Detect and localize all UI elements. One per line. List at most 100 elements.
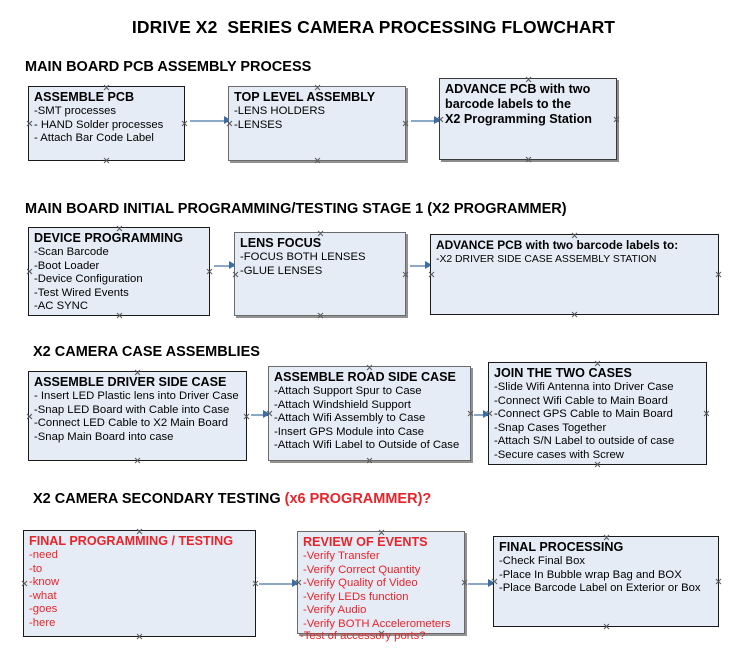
- connection-handle-top[interactable]: [366, 364, 373, 371]
- list-item: -Snap Main Board into case: [34, 430, 174, 443]
- connection-handle-top[interactable]: [603, 534, 610, 541]
- connection-handle-bottom[interactable]: [136, 633, 143, 640]
- box-title: JOIN THE TWO CASES: [494, 366, 632, 380]
- connection-handle-left[interactable]: [26, 413, 33, 420]
- connection-handle-left[interactable]: [26, 268, 33, 275]
- connection-handle-top[interactable]: [317, 230, 324, 237]
- box-item-list: -X2 DRIVER SIDE CASE ASSEMBLY STATION: [436, 253, 714, 266]
- connection-handle-bottom[interactable]: [525, 156, 532, 163]
- connection-handle-top[interactable]: [136, 528, 143, 535]
- box-item-list: -SMT processes - HAND Solder processes -…: [34, 105, 180, 146]
- connection-handle-left[interactable]: [26, 120, 33, 127]
- connection-handle-bottom[interactable]: [103, 157, 110, 164]
- list-item: -Verify BOTH Accelerometers: [303, 617, 451, 630]
- connection-handle-right[interactable]: [402, 271, 409, 278]
- box-final-processing[interactable]: FINAL PROCESSING -Check Final Box -Place…: [493, 536, 719, 627]
- connector-review-of-events-to-final-processing: [468, 583, 493, 585]
- box-device-programming[interactable]: DEVICE PROGRAMMING -Scan Barcode -Boot L…: [28, 227, 210, 316]
- connection-handle-top[interactable]: [314, 84, 321, 91]
- box-advance-pcb-to-driver-side-case-station[interactable]: ADVANCE PCB with two barcode labels to: …: [430, 234, 719, 315]
- connection-handle-top[interactable]: [571, 232, 578, 239]
- connector-road-side-to-join-cases: [474, 414, 488, 416]
- connection-handle-top[interactable]: [594, 360, 601, 367]
- list-item: -Attach S/N Label to outside of case: [494, 435, 675, 448]
- box-review-of-events[interactable]: REVIEW OF EVENTS -Verify Transfer -Verif…: [297, 531, 465, 634]
- box-item-list: - Insert LED Plastic lens into Driver Ca…: [34, 390, 242, 444]
- box-title: DEVICE PROGRAMMING: [34, 231, 184, 245]
- box-assemble-pcb[interactable]: ASSEMBLE PCB -SMT processes - HAND Solde…: [28, 86, 185, 161]
- list-item: -here: [29, 616, 56, 629]
- list-item: -Verify Audio: [303, 604, 367, 617]
- list-item: -Snap Cases Together: [494, 421, 607, 434]
- connection-handle-bottom[interactable]: [317, 312, 324, 319]
- box-item-list: -FOCUS BOTH LENSES -GLUE LENSES: [240, 251, 401, 278]
- list-item: -SMT processes: [34, 105, 117, 117]
- connection-handle-top[interactable]: [116, 225, 123, 232]
- connection-handle-left[interactable]: [295, 579, 302, 586]
- box-lens-focus[interactable]: LENS FOCUS -FOCUS BOTH LENSES -GLUE LENS…: [234, 232, 406, 316]
- connection-handle-bottom[interactable]: [366, 457, 373, 464]
- connection-handle-left[interactable]: [437, 116, 444, 123]
- connection-handle-left[interactable]: [491, 578, 498, 585]
- box-assemble-driver-side-case[interactable]: ASSEMBLE DRIVER SIDE CASE - Insert LED P…: [28, 371, 247, 461]
- connection-handle-bottom[interactable]: [594, 461, 601, 468]
- connection-handle-right[interactable]: [252, 580, 259, 587]
- connection-handle-right[interactable]: [461, 579, 468, 586]
- page-title: IDRIVE X2 SERIES CAMERA PROCESSING FLOWC…: [131, 17, 616, 37]
- connection-handle-left[interactable]: [428, 271, 435, 278]
- box-advance-pcb-to-x2-programming-station[interactable]: ADVANCE PCB with two barcode labels to t…: [439, 78, 617, 160]
- list-item: -Boot Loader: [34, 259, 100, 272]
- box-title-line-2: barcode labels to the: [445, 97, 571, 111]
- box-top-level-assembly[interactable]: TOP LEVEL ASSEMBLY -LENS HOLDERS -LENSES: [228, 86, 406, 161]
- connection-handle-top[interactable]: [103, 84, 110, 91]
- connection-handle-left[interactable]: [21, 580, 28, 587]
- connector-device-programming-to-lens-focus: [214, 265, 234, 267]
- box-item-list: -Attach Support Spur to Case -Attach Win…: [274, 385, 466, 453]
- list-item: -Slide Wifi Antenna into Driver Case: [494, 381, 674, 393]
- list-item: -Place Barcode Label on Exterior or Box: [499, 582, 701, 595]
- connection-handle-right[interactable]: [402, 120, 409, 127]
- box-title: FINAL PROGRAMMING / TESTING: [29, 534, 234, 548]
- connection-handle-right[interactable]: [715, 578, 722, 585]
- connection-handle-left[interactable]: [266, 410, 273, 417]
- connection-handle-left[interactable]: [486, 410, 493, 417]
- list-item: -Verify LEDs function: [303, 590, 409, 603]
- connection-handle-right[interactable]: [703, 410, 710, 417]
- box-title: ADVANCE PCB with two barcode labels to:: [436, 238, 679, 252]
- connection-handle-top[interactable]: [378, 529, 385, 536]
- box-title: ASSEMBLE PCB: [34, 90, 135, 104]
- connection-handle-bottom[interactable]: [571, 311, 578, 318]
- box-title: LENS FOCUS: [240, 236, 322, 250]
- connection-handle-right[interactable]: [181, 120, 188, 127]
- list-item: -Verify Quality of Video: [303, 577, 418, 590]
- box-title-line-3: X2 Programming Station: [445, 112, 592, 126]
- section-heading-text: MAIN BOARD PCB ASSEMBLY PROCESS: [25, 59, 312, 75]
- connection-handle-left[interactable]: [226, 120, 233, 127]
- box-item-list: -Verify Transfer -Verify Correct Quantit…: [303, 550, 460, 632]
- connection-handle-right[interactable]: [613, 116, 620, 123]
- connection-handle-left[interactable]: [232, 271, 239, 278]
- box-assemble-road-side-case[interactable]: ASSEMBLE ROAD SIDE CASE -Attach Support …: [268, 366, 471, 461]
- section-heading-x2-camera-case-assemblies: X2 CAMERA CASE ASSEMBLIES: [33, 344, 260, 360]
- connection-handle-right[interactable]: [715, 271, 722, 278]
- connection-handle-top[interactable]: [525, 76, 532, 83]
- list-item: -know: [29, 576, 60, 589]
- connection-handle-bottom[interactable]: [134, 457, 141, 464]
- arrowhead-icon: [229, 261, 236, 269]
- section-heading-main-board-initial-programming: MAIN BOARD INITIAL PROGRAMMING/TESTING S…: [25, 201, 567, 217]
- connection-handle-bottom[interactable]: [314, 157, 321, 164]
- connection-handle-right[interactable]: [243, 413, 250, 420]
- connection-handle-bottom[interactable]: [116, 312, 123, 319]
- connection-handle-right[interactable]: [467, 410, 474, 417]
- list-item: -X2 DRIVER SIDE CASE ASSEMBLY STATION: [436, 254, 657, 265]
- box-final-programming-testing[interactable]: FINAL PROGRAMMING / TESTING -need -to -k…: [23, 530, 256, 637]
- list-item: -Check Final Box: [499, 555, 586, 567]
- list-item: -need: [29, 549, 58, 561]
- box-title: ASSEMBLE DRIVER SIDE CASE: [34, 375, 227, 389]
- box-join-the-two-cases[interactable]: JOIN THE TWO CASES -Slide Wifi Antenna i…: [488, 362, 707, 465]
- connection-handle-bottom[interactable]: [603, 623, 610, 630]
- list-item: -what: [29, 589, 57, 602]
- connection-handle-right[interactable]: [206, 268, 213, 275]
- connection-handle-top[interactable]: [134, 369, 141, 376]
